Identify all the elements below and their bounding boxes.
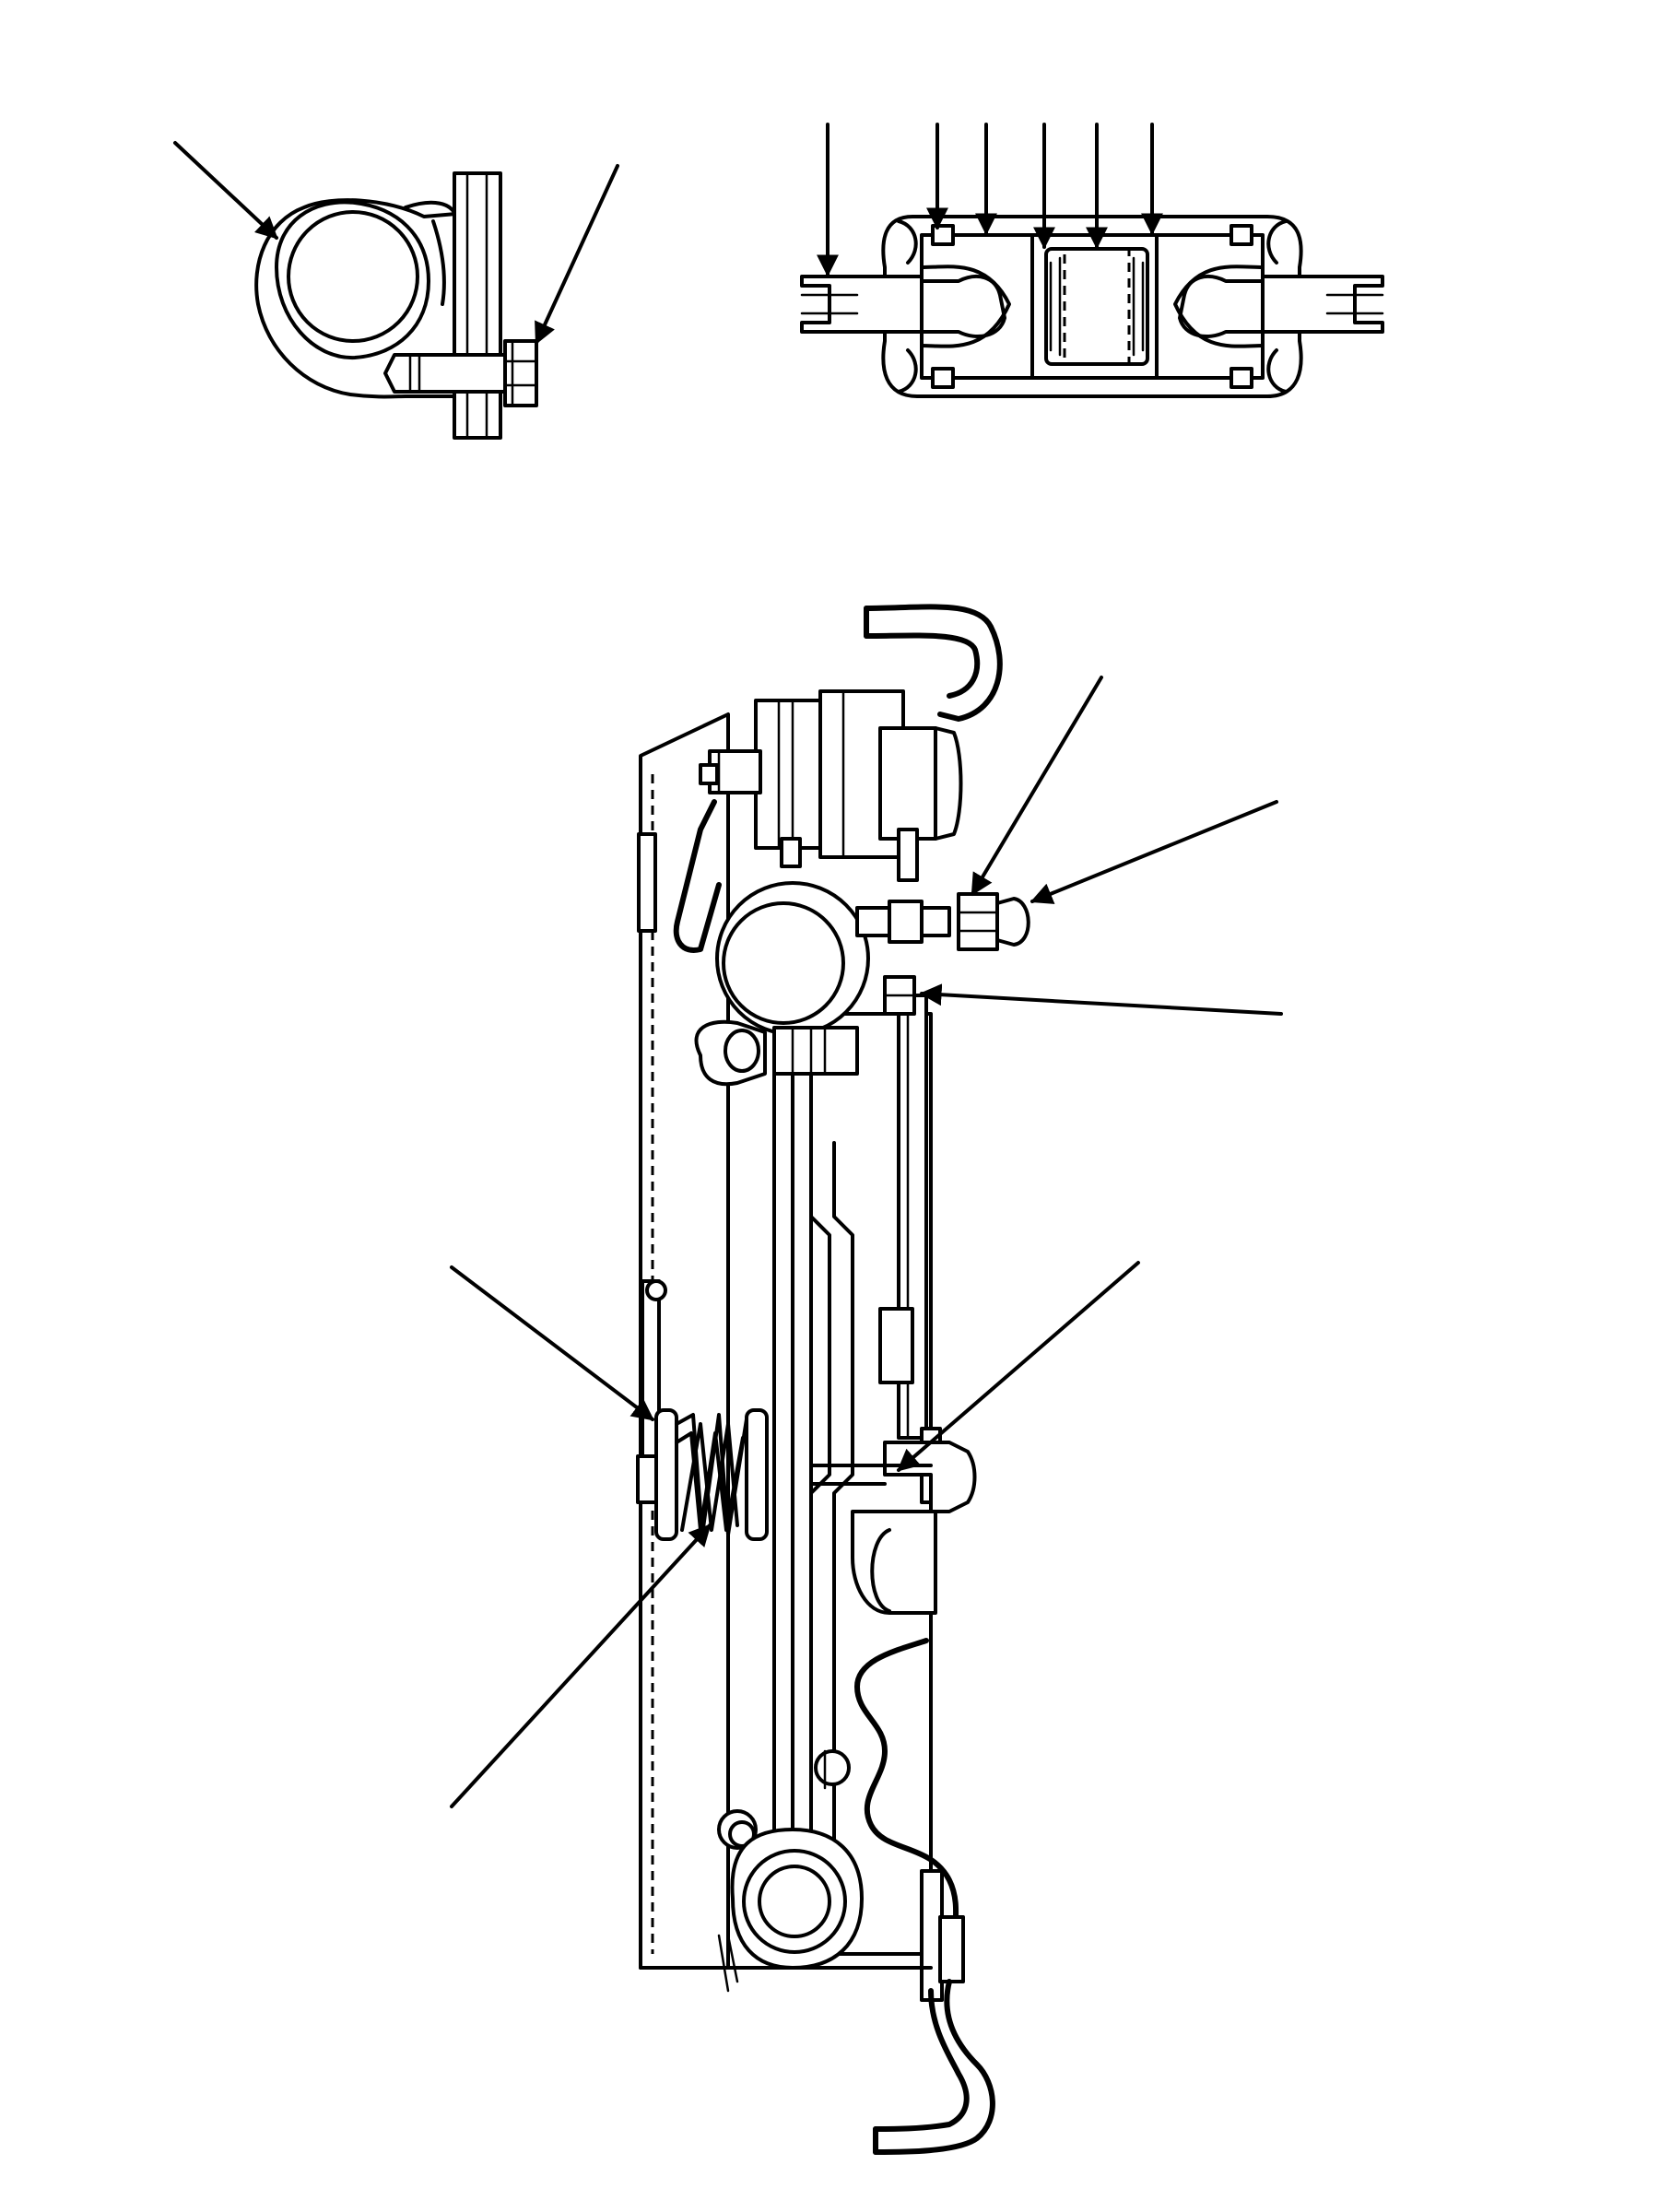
adjuster-nut bbox=[957, 892, 999, 951]
coupling-left-yoke bbox=[800, 275, 924, 334]
coupling-top-view bbox=[800, 123, 1384, 398]
spring-seat-right bbox=[745, 1408, 769, 1541]
mechanism-side-view bbox=[450, 604, 1283, 2155]
bottom-hook bbox=[873, 1979, 995, 2155]
leader-clamp-nut bbox=[535, 164, 619, 346]
coupling-left-cone bbox=[920, 275, 1006, 338]
adjuster-cap bbox=[995, 897, 1030, 947]
clamp-nut bbox=[503, 339, 538, 407]
leader-rod-collar bbox=[919, 983, 1283, 1016]
leader-clamp-ring bbox=[173, 141, 278, 240]
mounting-plate bbox=[453, 171, 502, 440]
leader-spring bbox=[450, 1524, 712, 1808]
leader-right-mid-block bbox=[897, 1261, 1140, 1472]
wire-loop bbox=[673, 799, 722, 953]
clamp-end-view bbox=[173, 141, 619, 440]
lower-pin bbox=[814, 1749, 851, 1786]
clamp-bolt bbox=[383, 353, 507, 394]
wavy-side-plate bbox=[854, 1638, 961, 1966]
spring-seat-left bbox=[654, 1408, 678, 1541]
top-hook bbox=[864, 604, 1003, 722]
leader-adjuster-nut bbox=[971, 676, 1103, 897]
clamp-bore bbox=[287, 210, 419, 343]
lower-right-plate bbox=[851, 1510, 937, 1615]
coupling-right-cone bbox=[1178, 275, 1265, 338]
leader-adjuster-cap bbox=[1030, 800, 1278, 904]
coupling-right-yoke bbox=[1261, 275, 1384, 334]
coupling-roller bbox=[1044, 247, 1149, 366]
leader-spring-seat bbox=[450, 1265, 654, 1421]
